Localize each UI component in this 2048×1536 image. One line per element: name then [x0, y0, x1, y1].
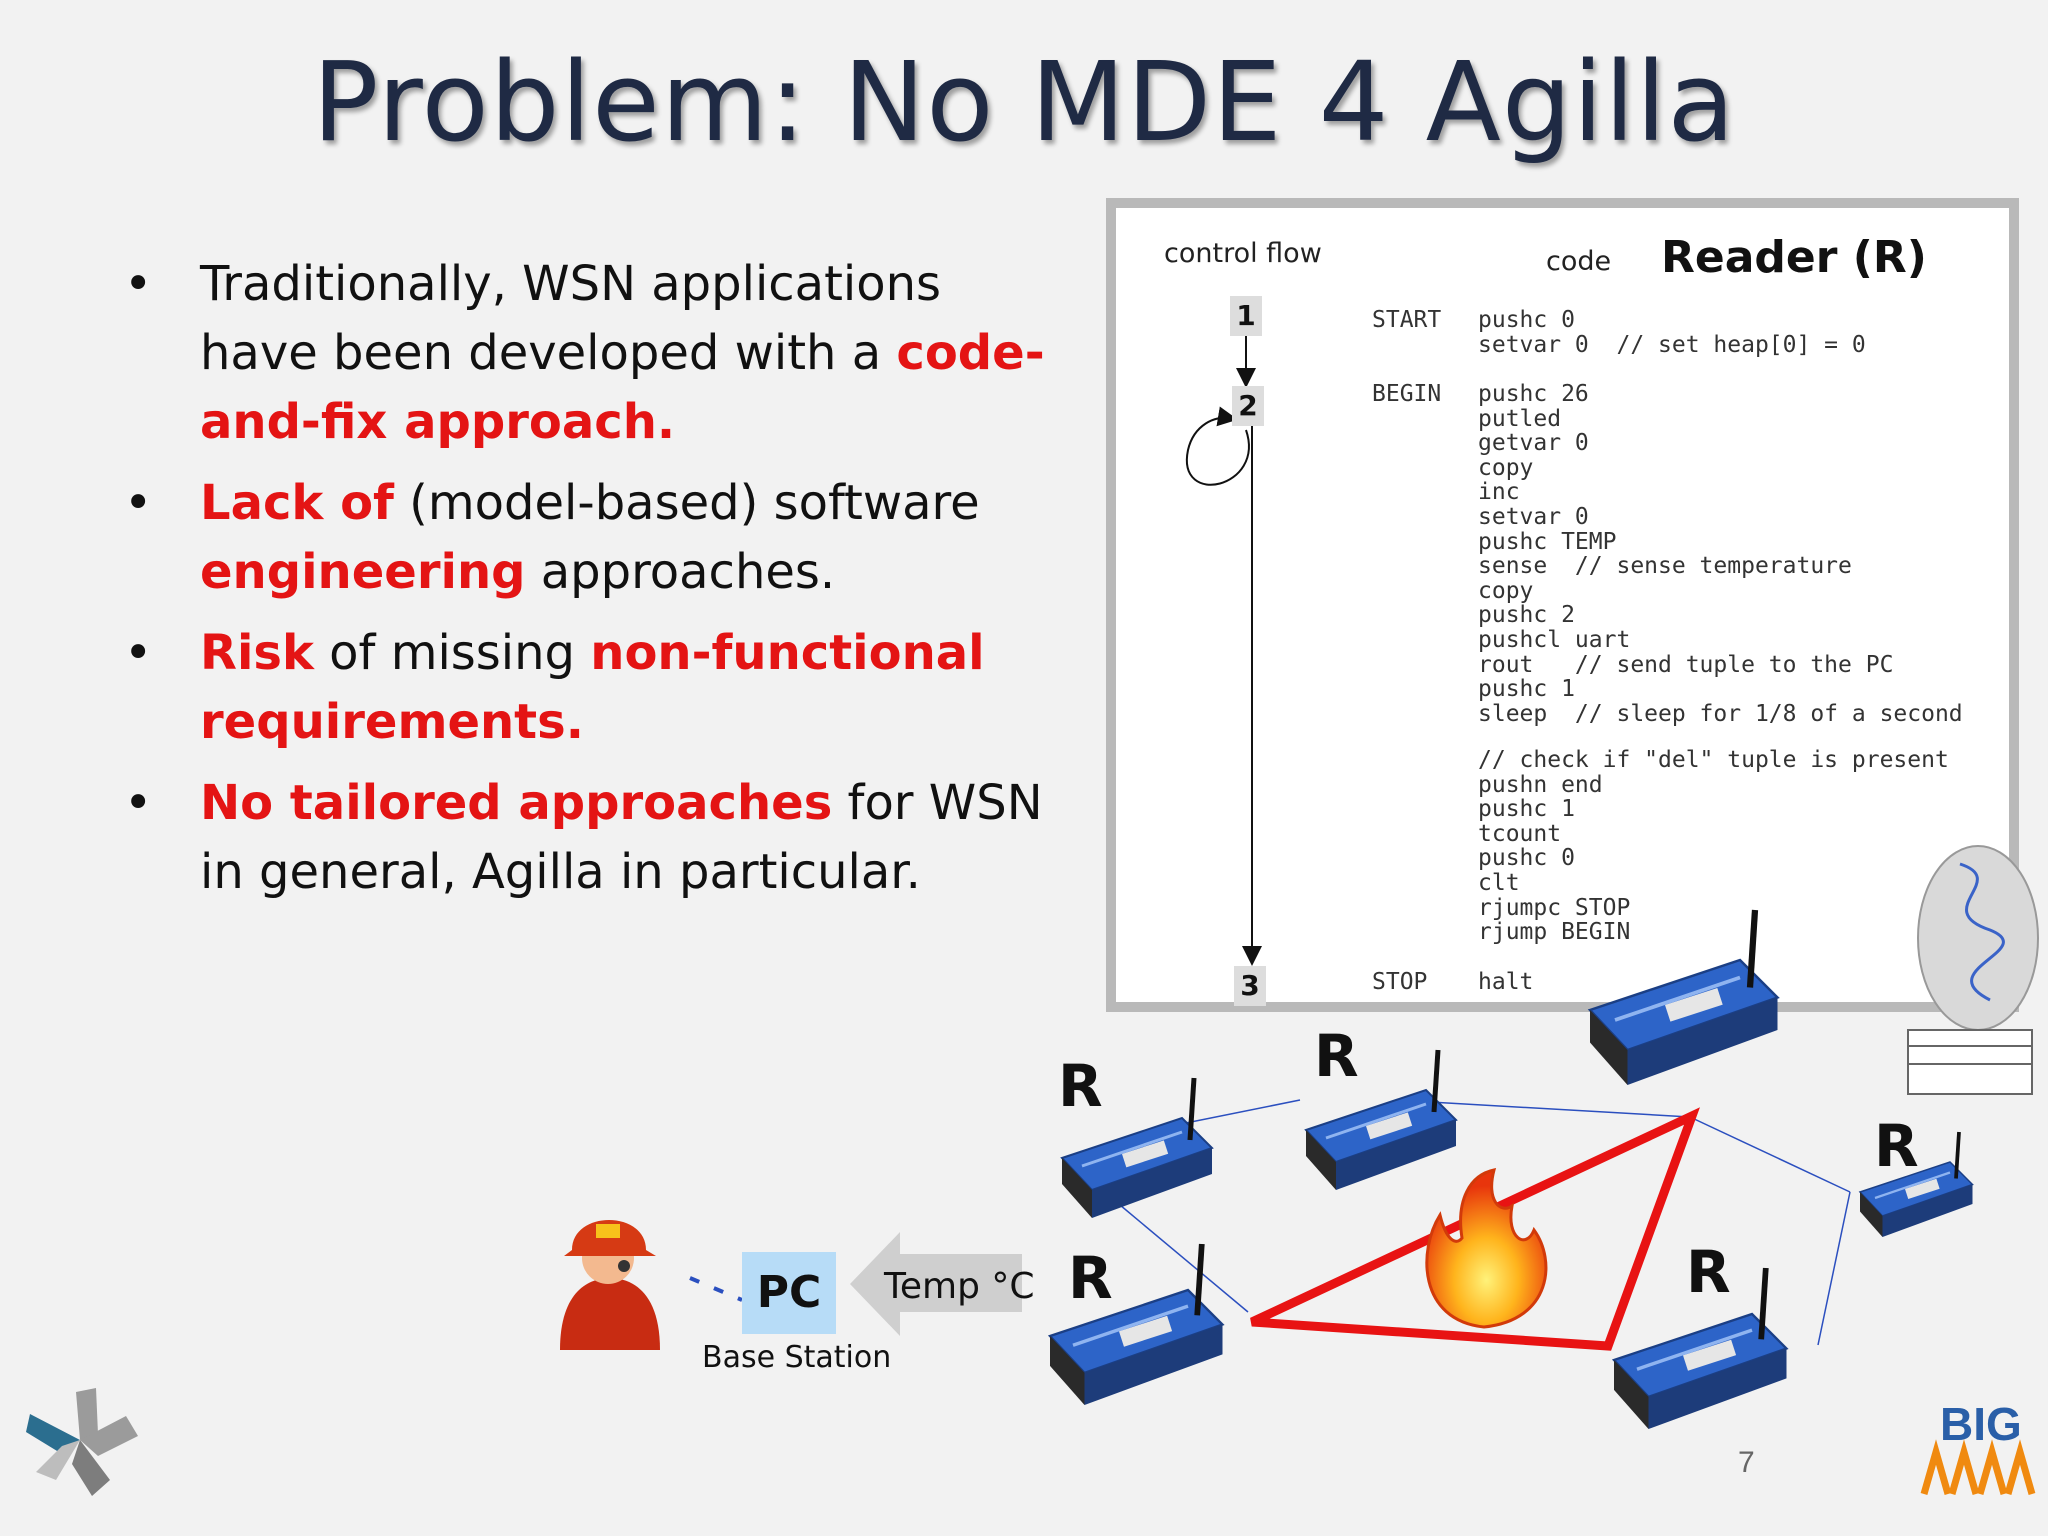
temp-arrow-icon — [850, 1232, 1022, 1336]
pc-box: PC — [742, 1252, 836, 1334]
bullet-text: approaches. — [525, 544, 836, 600]
bullet-item: Traditionally, WSN applications have bee… — [120, 250, 1060, 457]
control-flow-graph — [1185, 336, 1262, 966]
bullet-text: for WSN in general, Agilla in particular… — [200, 775, 1043, 900]
stop-label: STOP — [1372, 969, 1428, 995]
reader-heading: Reader (R) — [1661, 232, 1927, 283]
reader-label: R — [1314, 1022, 1359, 1090]
highlight-text: Risk — [200, 625, 314, 681]
highlight-text: non-functional requirements — [200, 625, 985, 750]
agilla-architecture-icon — [1907, 845, 2039, 1095]
base-station-label: Base Station — [702, 1340, 892, 1375]
highlight-text: code-and-fix approach. — [200, 325, 1045, 450]
bullet-item: Lack of (model-based) software engineeri… — [120, 469, 1060, 607]
svg-text:BIG: BIG — [1940, 1398, 2022, 1450]
network-links — [1119, 1099, 1851, 1346]
loop-arrow — [1185, 406, 1250, 486]
code-panel: control flow code Reader (R) 1 2 3 START… — [1106, 198, 2019, 1012]
flow-node-2: 2 — [1232, 386, 1264, 426]
start-label: START — [1372, 307, 1442, 333]
highlight-text: engineering — [200, 544, 526, 600]
begin-code: pushc 26 putled getvar 0 copy inc setvar… — [1478, 381, 1963, 727]
radio-link — [689, 1276, 743, 1302]
reader-label: R — [1058, 1052, 1103, 1120]
big-logo: BIG — [1920, 1398, 2036, 1495]
begin-label: BEGIN — [1372, 381, 1442, 407]
sensor-mote-icon — [1590, 910, 1778, 1085]
flow-node-3: 3 — [1234, 966, 1266, 1006]
bullet-item: No tailored approaches for WSN in genera… — [120, 769, 1060, 907]
stop-code: halt — [1478, 969, 1534, 995]
control-flow-label: control flow — [1164, 238, 1322, 269]
fire-icon — [1425, 1168, 1548, 1329]
temp-label: Temp °C — [884, 1266, 1035, 1307]
firefighter-icon — [560, 1220, 660, 1350]
highlight-text: Lack of — [200, 475, 394, 531]
bullet-text: (model-based) software — [393, 475, 980, 531]
code-label: code — [1546, 246, 1612, 277]
flow-node-1: 1 — [1230, 296, 1262, 336]
reader-label: R — [1068, 1244, 1113, 1312]
bullet-text: of missing — [313, 625, 591, 681]
highlight-text: No tailored approaches — [200, 775, 833, 831]
bullet-list: Traditionally, WSN applications have bee… — [120, 250, 1060, 919]
reader-label: R — [1874, 1112, 1919, 1180]
reader-label: R — [1686, 1238, 1731, 1306]
university-logo — [26, 1388, 138, 1496]
slide-title: Problem: No MDE 4 Agilla — [312, 38, 1736, 166]
bullet-item: Risk of missing non-functional requireme… — [120, 619, 1060, 757]
highlight-text: . — [565, 694, 584, 750]
start-code: pushc 0 setvar 0 // set heap[0] = 0 — [1478, 307, 1866, 358]
bullet-text: Traditionally, WSN applications have bee… — [200, 256, 942, 381]
page-number: 7 — [1738, 1446, 1755, 1479]
check-code: // check if "del" tuple is present pushn… — [1478, 747, 1949, 946]
